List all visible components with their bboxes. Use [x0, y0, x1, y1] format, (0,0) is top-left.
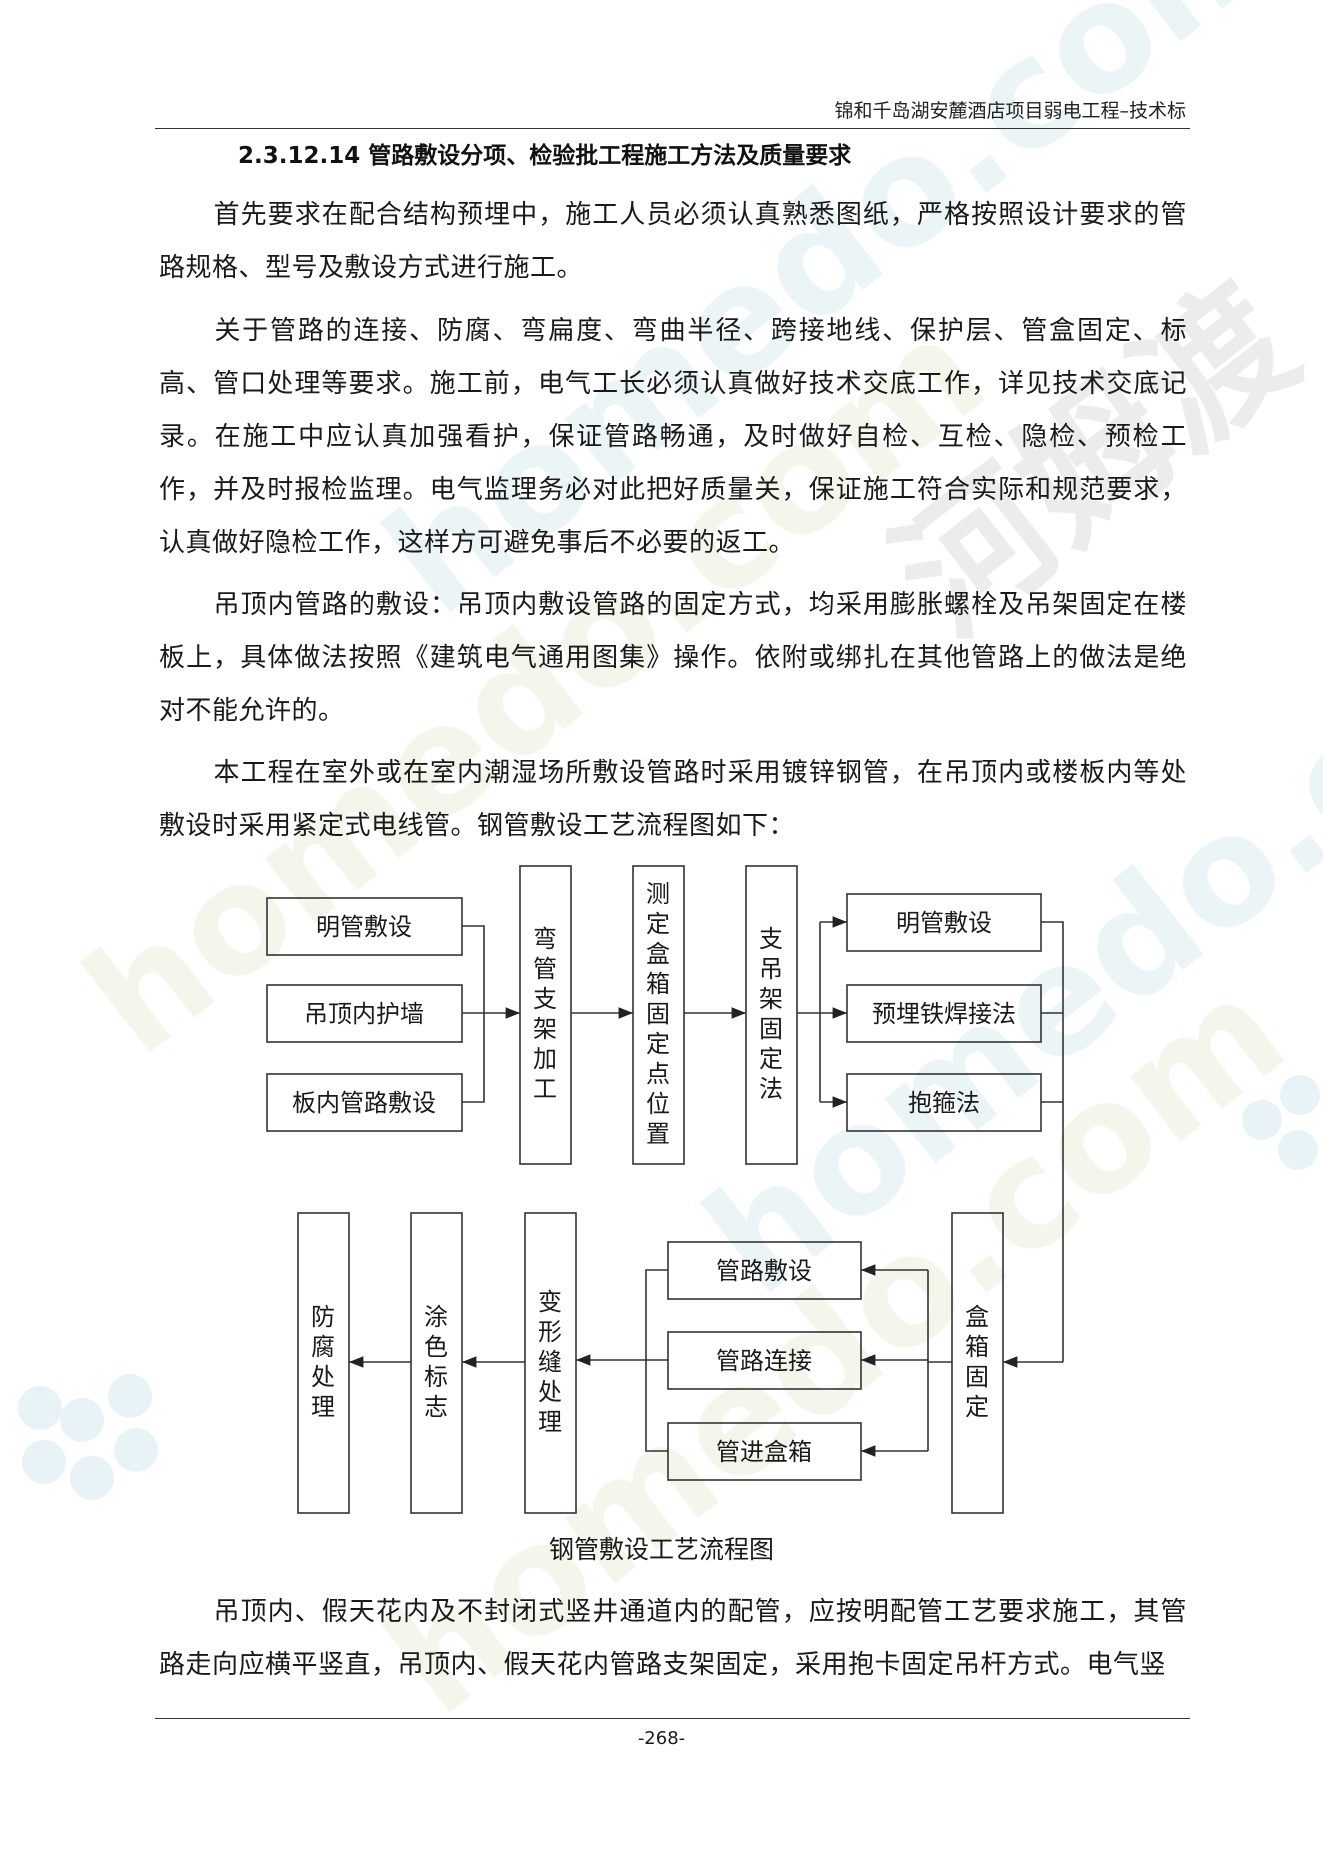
figure-caption: 钢管敷设工艺流程图	[548, 1535, 774, 1564]
section-heading: 2.3.12.14 管路敷设分项、检验批工程施工方法及质量要求	[238, 143, 852, 169]
flow-label: 管路敷设	[716, 1257, 812, 1285]
paragraph: 吊顶内管路的敷设：吊顶内敷设管路的固定方式，均采用膨胀螺栓及吊架固定在楼板上，具…	[159, 590, 1187, 726]
paragraph: 本工程在室外或在室内潮湿场所敷设管路时采用镀锌钢管，在吊顶内或楼板内等处敷设时采…	[159, 758, 1187, 841]
flow-vertical-label: 涂色标志	[424, 1303, 448, 1421]
header-divider	[155, 128, 1190, 129]
flow-label: 抱箍法	[908, 1089, 980, 1117]
paragraph: 关于管路的连接、防腐、弯扁度、弯曲半径、跨接地线、保护层、管盒固定、标高、管口处…	[159, 316, 1187, 558]
flow-vertical-label: 防腐处理	[311, 1303, 335, 1421]
flow-label: 预埋铁焊接法	[872, 1000, 1016, 1028]
flow-label: 管路连接	[716, 1347, 812, 1375]
flow-vertical-label: 变形缝处理	[538, 1288, 562, 1436]
flow-box-locate	[632, 865, 685, 1165]
paragraph: 首先要求在配合结构预埋中，施工人员必须认真熟悉图纸，严格按照设计要求的管路规格、…	[159, 200, 1187, 283]
flow-vertical-label: 盒箱固定	[965, 1303, 989, 1421]
flow-vertical-label: 测定盒箱固定点位置	[646, 880, 670, 1148]
flow-box-bend	[519, 865, 572, 1165]
flow-vertical-label: 支吊架固定法	[759, 925, 783, 1103]
footer-divider	[155, 1718, 1190, 1719]
flow-label: 明管敷设	[316, 913, 412, 941]
flow-box-support	[745, 865, 798, 1165]
flow-label: 板内管路敷设	[292, 1089, 436, 1117]
flow-label: 吊顶内护墙	[304, 1000, 424, 1028]
flow-vertical-label: 弯管支架加工	[533, 925, 557, 1103]
document-header-title: 锦和千岛湖安麓酒店项目弱电工程–技术标	[834, 100, 1186, 122]
paragraph: 吊顶内、假天花内及不封闭式竖井通道内的配管，应按明配管工艺要求施工，其管路走向应…	[159, 1597, 1187, 1680]
page-number: -268-	[637, 1728, 686, 1749]
flow-label: 明管敷设	[896, 909, 992, 937]
flow-label: 管进盒箱	[716, 1438, 812, 1466]
